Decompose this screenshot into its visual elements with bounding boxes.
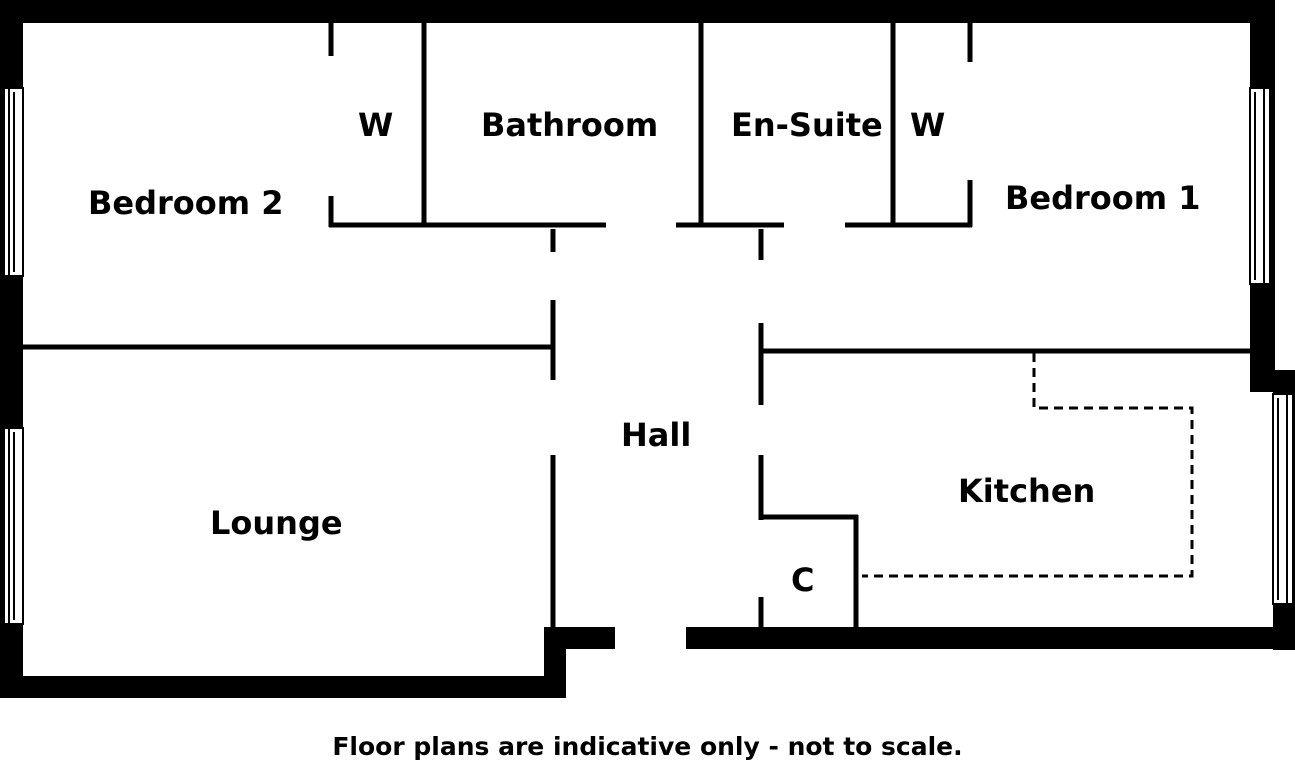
label-bedroom2: Bedroom 2	[88, 184, 284, 222]
window-lounge	[3, 427, 24, 625]
bottom-wall-kitchen	[686, 627, 1295, 649]
label-lounge: Lounge	[210, 504, 343, 542]
floor-plan: Bedroom 2 W Bathroom En-Suite W Bedroom …	[0, 0, 1295, 698]
lounge-notch-horizontal	[544, 627, 615, 649]
top-wall	[0, 0, 1275, 23]
window-bedroom2	[3, 87, 24, 277]
label-hall: Hall	[621, 416, 691, 454]
label-kitchen: Kitchen	[958, 472, 1095, 510]
label-bedroom1: Bedroom 1	[1005, 179, 1201, 217]
label-wardrobe-left: W	[358, 106, 393, 144]
label-wardrobe-right: W	[910, 106, 945, 144]
window-bedroom1	[1249, 87, 1271, 285]
window-kitchen	[1272, 393, 1294, 605]
bottom-wall-lounge	[0, 676, 566, 698]
label-ensuite: En-Suite	[731, 106, 883, 144]
windows	[3, 87, 1294, 625]
disclaimer-text: Floor plans are indicative only - not to…	[332, 732, 963, 761]
label-bathroom: Bathroom	[481, 106, 658, 144]
kitchen-worktop-outline	[862, 353, 1194, 578]
interior-walls	[23, 23, 1250, 627]
label-cupboard: C	[791, 561, 814, 599]
